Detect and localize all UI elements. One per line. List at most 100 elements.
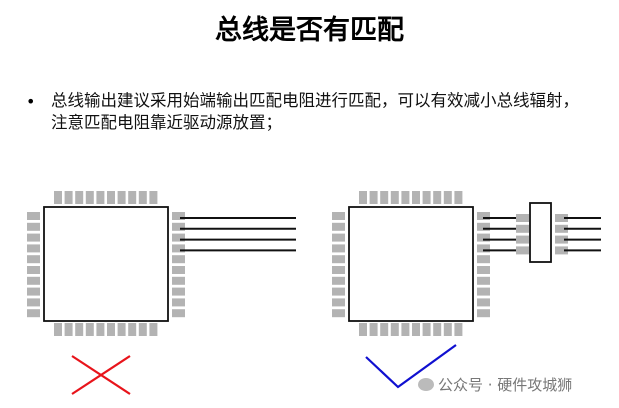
pin — [555, 246, 568, 255]
chip-with-termination — [348, 206, 474, 322]
pin — [27, 266, 40, 274]
pin — [477, 276, 490, 285]
pin — [27, 287, 40, 296]
pin — [117, 323, 126, 336]
pin — [477, 233, 490, 242]
pin — [555, 235, 568, 244]
pin — [412, 191, 420, 204]
pin — [54, 191, 62, 204]
pin — [477, 244, 490, 253]
pin — [27, 309, 40, 318]
pin — [390, 323, 399, 336]
cross-icon — [71, 355, 131, 395]
pin — [138, 323, 147, 336]
wechat-icon — [418, 378, 434, 391]
pin — [332, 266, 345, 274]
pin — [332, 255, 345, 264]
pin — [390, 191, 399, 204]
pin — [380, 191, 389, 204]
pin — [27, 298, 40, 307]
pin — [516, 235, 529, 244]
pin — [516, 246, 529, 255]
pin — [96, 323, 105, 336]
pin — [172, 255, 185, 264]
pin — [75, 191, 84, 204]
pin — [359, 191, 367, 204]
pin — [369, 323, 378, 336]
pin — [138, 191, 147, 204]
pin — [27, 212, 40, 220]
pin — [107, 191, 115, 204]
pin — [477, 298, 490, 307]
pin — [172, 244, 185, 253]
pin — [117, 191, 126, 204]
pin — [332, 244, 345, 253]
pin — [412, 323, 420, 336]
pin — [433, 191, 442, 204]
pin — [27, 244, 40, 253]
slide-title: 总线是否有匹配 — [215, 15, 404, 46]
pin — [332, 233, 345, 242]
pin — [380, 323, 389, 336]
pin — [516, 224, 529, 233]
pin — [332, 298, 345, 307]
pin — [75, 323, 84, 336]
check-icon — [365, 344, 457, 389]
pin — [54, 323, 62, 336]
pin — [401, 191, 410, 204]
pin — [422, 323, 431, 336]
pin — [172, 266, 185, 274]
pin — [477, 287, 490, 296]
pin — [27, 233, 40, 242]
pin — [422, 191, 431, 204]
pin — [96, 191, 105, 204]
pin — [477, 309, 490, 318]
pin — [477, 266, 490, 274]
pin — [172, 212, 185, 220]
pin — [27, 276, 40, 285]
pin — [555, 214, 568, 222]
pin — [149, 323, 158, 336]
pin — [172, 222, 185, 231]
pin — [27, 255, 40, 264]
pin — [128, 323, 137, 336]
pin — [172, 298, 185, 307]
pin — [359, 323, 367, 336]
watermark: 公众号 · 硬件攻城狮 — [418, 374, 572, 395]
pin — [27, 222, 40, 231]
pin — [172, 276, 185, 285]
pin — [443, 323, 452, 336]
pin — [85, 323, 94, 336]
series-resistor — [529, 202, 552, 263]
pin — [85, 191, 94, 204]
bullet-text: 总线输出建议采用始端输出匹配电阻进行匹配，可以有效减小总线辐射，注意匹配电阻靠近… — [51, 91, 579, 132]
pin — [332, 276, 345, 285]
pin — [477, 255, 490, 264]
pin — [332, 222, 345, 231]
pin — [454, 191, 463, 204]
pin — [172, 287, 185, 296]
pin — [369, 191, 378, 204]
pin — [332, 309, 345, 318]
pin — [332, 212, 345, 220]
pin — [433, 323, 442, 336]
pin — [64, 191, 73, 204]
chip-without-termination — [43, 206, 169, 322]
pin — [555, 224, 568, 233]
pin — [516, 214, 529, 222]
pin — [477, 212, 490, 220]
pin — [454, 323, 463, 336]
pin — [64, 323, 73, 336]
pin — [332, 287, 345, 296]
pin — [172, 309, 185, 318]
pin — [401, 323, 410, 336]
pin — [443, 191, 452, 204]
pin — [172, 233, 185, 242]
pin — [149, 191, 158, 204]
watermark-text: 公众号 · 硬件攻城狮 — [438, 376, 573, 394]
pin — [107, 323, 115, 336]
pin — [128, 191, 137, 204]
pin — [477, 222, 490, 231]
